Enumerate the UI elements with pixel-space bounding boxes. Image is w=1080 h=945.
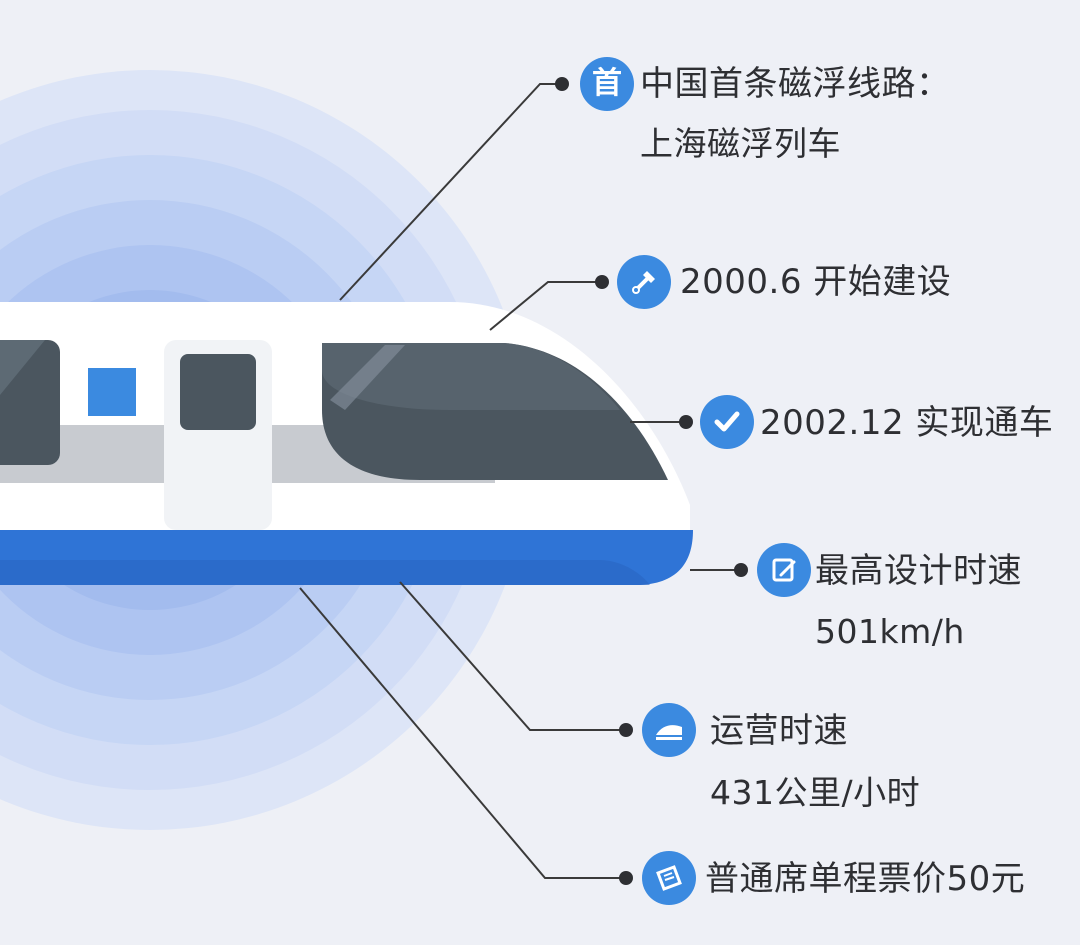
tools-icon — [617, 255, 671, 309]
callout-operating-speed-value: 431公里/小时 — [710, 773, 921, 812]
edit-icon — [757, 543, 811, 597]
callout-first-line-title: 中国首条磁浮线路： — [640, 64, 951, 104]
leader-lines — [299, 83, 740, 879]
checkmark-icon — [700, 395, 754, 449]
callout-first-line-name: 上海磁浮列车 — [640, 124, 841, 163]
callout-opening: 2002.12 实现通车 — [760, 403, 1054, 443]
train-icon — [642, 703, 696, 757]
callout-ticket-price: 普通席单程票价50元 — [705, 859, 1026, 899]
first-character-icon: 首 — [580, 57, 634, 111]
callout-construction-start: 2000.6 开始建设 — [680, 262, 952, 302]
callout-max-speed-title: 最高设计时速 — [815, 551, 1022, 591]
ticket-icon — [642, 851, 696, 905]
callout-operating-speed-title: 运营时速 — [710, 711, 848, 751]
leader-dots — [555, 77, 748, 885]
maglev-train — [0, 302, 693, 585]
callout-max-speed-value: 501km/h — [815, 612, 965, 651]
